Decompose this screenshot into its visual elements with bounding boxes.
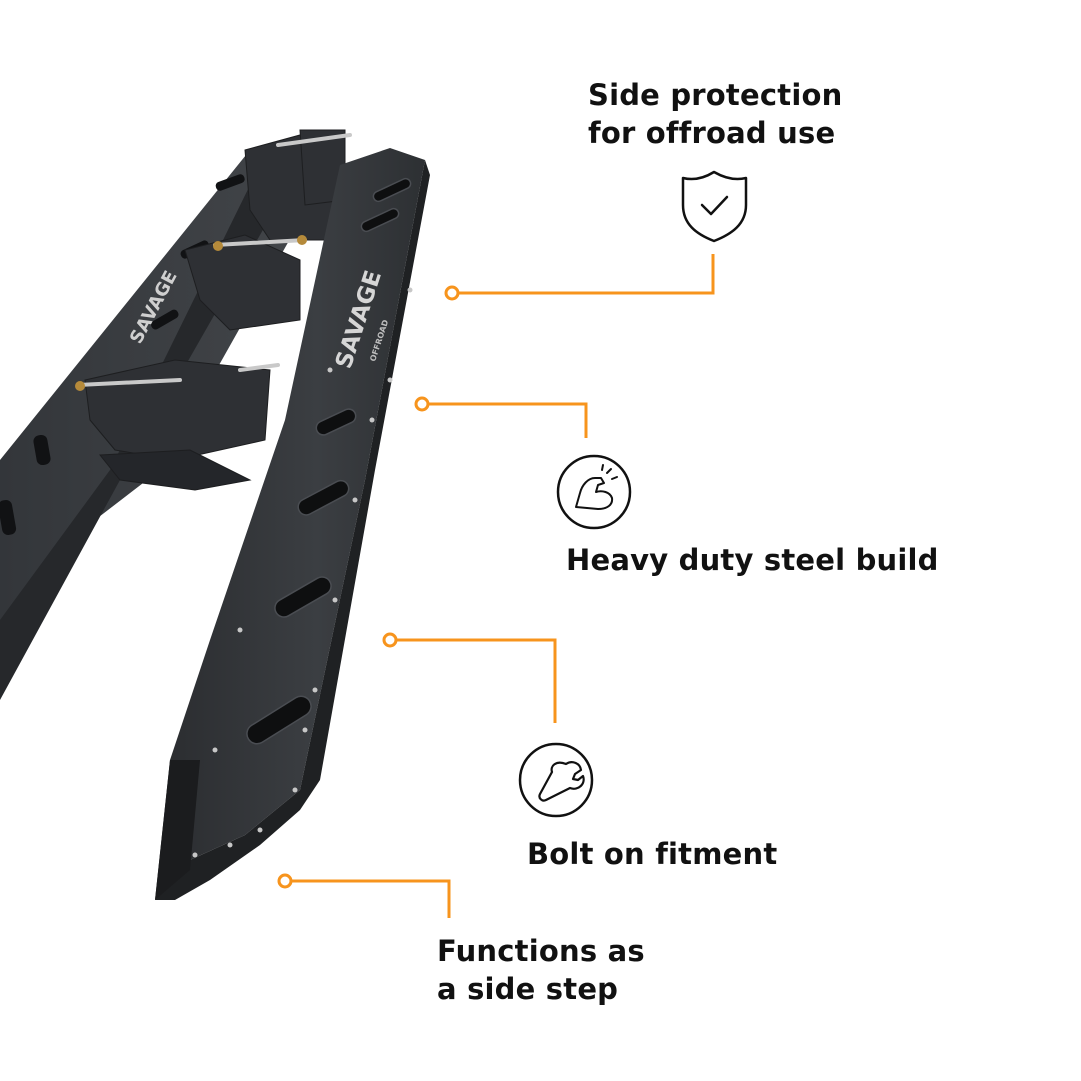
side-step-line1: Functions as: [437, 934, 645, 968]
bolt-nuts: [75, 235, 307, 391]
side-protection-line1: Side protection: [588, 78, 843, 112]
callout-dot-bolt-on: [382, 632, 398, 648]
callout-line-bolt-on: [396, 638, 557, 723]
mounting-brackets: [84, 129, 346, 491]
front-side-step: SAVAGE OFFROAD: [155, 148, 430, 900]
side-step-label: Functions as a side step: [437, 932, 645, 1008]
side-protection-line2: for offroad use: [588, 116, 836, 150]
side-step-line2: a side step: [437, 972, 619, 1006]
callout-lines: [291, 254, 715, 918]
side-protection-label: Side protection for offroad use: [588, 76, 842, 152]
bracket-bolts: [76, 133, 352, 387]
callout-dot-side-step: [277, 873, 293, 889]
shield-check-icon: [681, 170, 748, 243]
heavy-duty-label: Heavy duty steel build: [566, 543, 939, 577]
callout-dot-heavy-duty: [414, 396, 430, 412]
callout-dot-side-protection: [444, 285, 460, 301]
callout-line-side-protection: [458, 254, 715, 295]
callout-line-heavy-duty: [428, 402, 588, 438]
wrench-icon: [518, 742, 594, 818]
callout-line-side-step: [291, 879, 451, 918]
callout-dots: [277, 285, 460, 889]
flexed-arm-icon: [556, 454, 632, 530]
bolt-on-label: Bolt on fitment: [527, 837, 778, 871]
